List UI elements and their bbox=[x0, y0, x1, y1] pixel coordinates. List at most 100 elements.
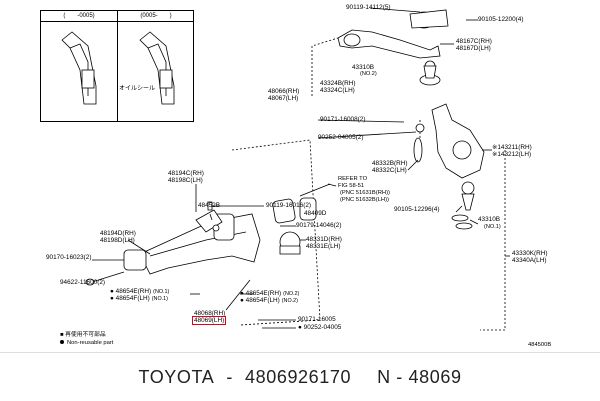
label-48452b: 48452B bbox=[198, 202, 221, 209]
long-bolt-head bbox=[207, 201, 213, 211]
label-43211: ※143211(RH) bbox=[492, 144, 532, 151]
nut-94622-shape bbox=[85, 278, 95, 286]
lower-arm-bolt-head bbox=[212, 224, 220, 232]
dashed-bracket-right bbox=[480, 150, 506, 331]
knuckle-boss bbox=[413, 137, 423, 163]
ref-line-1: REFER TO bbox=[338, 176, 368, 182]
inset-arm-left bbox=[61, 31, 97, 105]
ref-line-3: (PNC 51631B(RH)) bbox=[340, 190, 390, 196]
upper-arm-mount bbox=[409, 9, 449, 29]
knuckle-hub-bore bbox=[452, 140, 472, 160]
label-48654f-no1-tag: (NO.1) bbox=[151, 296, 168, 302]
lower-arm-bushing-front bbox=[123, 249, 147, 271]
label-48409d: 48409D bbox=[304, 210, 327, 217]
label-43310b-lower: 43310B bbox=[478, 216, 501, 223]
tie-rod bbox=[299, 183, 331, 197]
label-43310b-upper: 43310B bbox=[352, 64, 375, 71]
label-48194c: 48194C(RH) bbox=[168, 170, 204, 177]
bumper-base bbox=[279, 245, 301, 255]
stabilizer-bushing-a bbox=[272, 198, 296, 224]
leader-48194d bbox=[127, 239, 151, 255]
label-48067: 48067(LH) bbox=[268, 95, 299, 102]
ref-line-2: FIG 58-51 bbox=[338, 183, 365, 189]
footer-sep: - bbox=[226, 366, 233, 387]
label-90171-16008: 90171-16008(2) bbox=[320, 116, 366, 123]
leader-90171-upper bbox=[317, 119, 405, 123]
upper-arm-bushing-front bbox=[343, 33, 361, 47]
label-43330k: 43330K(RH) bbox=[512, 250, 548, 257]
label-48654e-no1-text: ● 48654E(RH)(NO.1) bbox=[110, 288, 170, 295]
footer-code: N - 48069 bbox=[377, 366, 462, 387]
leader-48332b bbox=[407, 159, 419, 171]
footer-brand: TOYOTA bbox=[138, 366, 215, 387]
label-48066: 48066(RH) bbox=[268, 88, 300, 95]
legend-line-2-wrap: Non-reusable part bbox=[60, 340, 113, 347]
dashed-bracket-upper bbox=[311, 37, 339, 96]
leader-43310b-lower bbox=[469, 219, 479, 225]
lower-arm-bracket bbox=[195, 209, 223, 233]
inset-box: ( -0005) (0005- ) オイルシール bbox=[40, 10, 194, 122]
parts-diagram-svg bbox=[61, 7, 510, 331]
label-48198d: 48198D(LH) bbox=[100, 237, 135, 244]
label-43212: ※143212(LH) bbox=[492, 151, 532, 158]
leader-ref bbox=[327, 183, 337, 187]
label-43324b: 43324B(RH) bbox=[320, 80, 356, 87]
label-48654f-no1: 48654F(LH) bbox=[115, 295, 150, 302]
lower-ball-joint bbox=[461, 181, 475, 195]
footer-part-number: 4806926170 bbox=[245, 366, 352, 387]
label-48332b: 48332B(RH) bbox=[372, 160, 408, 167]
ball-joint-nut bbox=[451, 214, 469, 222]
stabilizer-bushing-b bbox=[299, 197, 317, 221]
label-90171-16005: 90171-16005 bbox=[298, 316, 336, 323]
dashed-bracket-lower bbox=[231, 139, 321, 326]
ball-joint-stud bbox=[461, 193, 475, 211]
catalog-code: 484500B bbox=[528, 342, 552, 348]
leader-90252-upper bbox=[317, 131, 417, 139]
label-48654f-no2-tag: (NO.2) bbox=[281, 298, 298, 304]
label-48167c: 48167C(RH) bbox=[456, 38, 492, 45]
inset-arm-right bbox=[139, 31, 175, 105]
label-90252-04005-lower-text: 90252-04005 bbox=[303, 324, 342, 331]
inset-divider bbox=[117, 11, 118, 121]
label-48654f-no2: 48654F(LH) bbox=[245, 297, 280, 304]
label-43324c: 43324C(LH) bbox=[320, 87, 355, 94]
label-90179-14046: 90179-14046(2) bbox=[296, 222, 342, 229]
upper-control-arm bbox=[337, 29, 441, 59]
label-48194d: 48194D(RH) bbox=[100, 230, 136, 237]
label-48167d: 48167D(LH) bbox=[456, 45, 491, 52]
label-90119-14112: 90119-14112(5) bbox=[346, 4, 391, 11]
inset-left-header: ( -0005) bbox=[41, 11, 117, 22]
label-94622-11600: 94622-11600(2) bbox=[60, 279, 106, 286]
ball-joint-cap bbox=[415, 123, 425, 133]
inset-bushing-right bbox=[159, 69, 173, 89]
ref-line-4: (PNC 51632B(LH)) bbox=[340, 197, 389, 203]
label-48654e-no2: 48654E(RH) bbox=[245, 290, 282, 297]
footer-bar: TOYOTA - 4806926170 N - 48069 bbox=[0, 352, 600, 401]
label-48069[interactable]: 48069(LH) bbox=[192, 316, 227, 325]
legend-line-2: Non-reusable part bbox=[67, 340, 114, 346]
label-48654e-no1: 48654E(RH) bbox=[115, 288, 152, 295]
label-43340a: 43340A(LH) bbox=[512, 257, 547, 264]
oil-seal-label: オイルシール bbox=[119, 86, 156, 92]
label-48654e-no2-tag: (NO.2) bbox=[283, 291, 300, 297]
label-90252-04005-2: 90252-04005(2) bbox=[318, 134, 364, 141]
label-48654e-no2-text: ● 48654E(RH)(NO.2) bbox=[240, 290, 300, 297]
leader-48068 bbox=[225, 279, 251, 311]
label-48331e: 48331E(LH) bbox=[306, 243, 341, 250]
label-90252-04005-lower: ● 90252-04005 bbox=[298, 324, 342, 331]
upper-boot-stud bbox=[423, 65, 437, 79]
label-90119-16016: 90119-16016(2) bbox=[266, 202, 312, 209]
label-no2-upper: (NO.2) bbox=[360, 71, 377, 77]
leader-upper-bolt bbox=[369, 7, 421, 13]
label-90105-12200: 90105-12200(4) bbox=[478, 16, 524, 23]
label-48069-highlight: 48069(LH) bbox=[192, 316, 227, 325]
ball-joint-seal bbox=[455, 222, 473, 230]
label-48332c: 48332C(LH) bbox=[372, 167, 407, 174]
label-48198c: 48198C(LH) bbox=[168, 177, 203, 184]
inset-bushing-left bbox=[81, 69, 95, 89]
label-48654f-no1-text: ● 48654F(LH)(NO.1) bbox=[110, 295, 168, 302]
legend-line-1: ■ 再使用不可部品 bbox=[60, 332, 106, 338]
label-48654f-no2-text: ● 48654F(LH)(NO.2) bbox=[240, 297, 298, 304]
label-48068: 48068(RH) bbox=[194, 310, 226, 317]
